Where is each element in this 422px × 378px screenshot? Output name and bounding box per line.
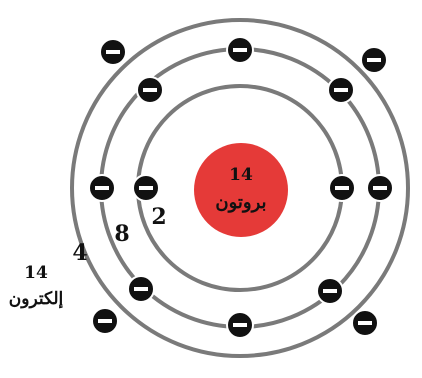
minus-sign-icon xyxy=(134,287,148,291)
minus-sign-icon xyxy=(106,50,120,54)
electron-middle-2 xyxy=(227,37,253,63)
electron-middle-7 xyxy=(227,312,253,338)
nucleus-proton-label: بروتون xyxy=(215,192,266,213)
electron-middle-3 xyxy=(328,77,354,103)
minus-sign-icon xyxy=(358,321,372,325)
minus-sign-icon xyxy=(98,319,112,323)
electron-outer-2 xyxy=(361,47,387,73)
electron-outer-4 xyxy=(352,310,378,336)
electron-middle-1 xyxy=(137,77,163,103)
minus-sign-icon xyxy=(367,58,381,62)
minus-sign-icon xyxy=(335,186,349,190)
minus-sign-icon xyxy=(323,289,337,293)
electron-middle-8 xyxy=(317,278,343,304)
minus-sign-icon xyxy=(334,88,348,92)
minus-sign-icon xyxy=(95,186,109,190)
minus-sign-icon xyxy=(233,323,247,327)
nucleus xyxy=(194,143,288,237)
middle-shell-count-label: 8 xyxy=(114,221,129,247)
electron-inner-1 xyxy=(133,175,159,201)
electron-middle-4 xyxy=(89,175,115,201)
electron-outer-3 xyxy=(92,308,118,334)
minus-sign-icon xyxy=(233,48,247,52)
nucleus-proton-count: 14 xyxy=(229,165,253,185)
minus-sign-icon xyxy=(373,186,387,190)
electron-middle-6 xyxy=(128,276,154,302)
minus-sign-icon xyxy=(143,88,157,92)
inner-shell-count-label: 2 xyxy=(151,204,166,230)
electron-outer-1 xyxy=(100,39,126,65)
electron-middle-5 xyxy=(367,175,393,201)
outer-shell-count-label: 4 xyxy=(72,240,87,266)
electron-inner-2 xyxy=(329,175,355,201)
minus-sign-icon xyxy=(139,186,153,190)
total-electron-count: 14 xyxy=(24,263,48,283)
total-electron-label: إلكترون xyxy=(9,289,64,309)
